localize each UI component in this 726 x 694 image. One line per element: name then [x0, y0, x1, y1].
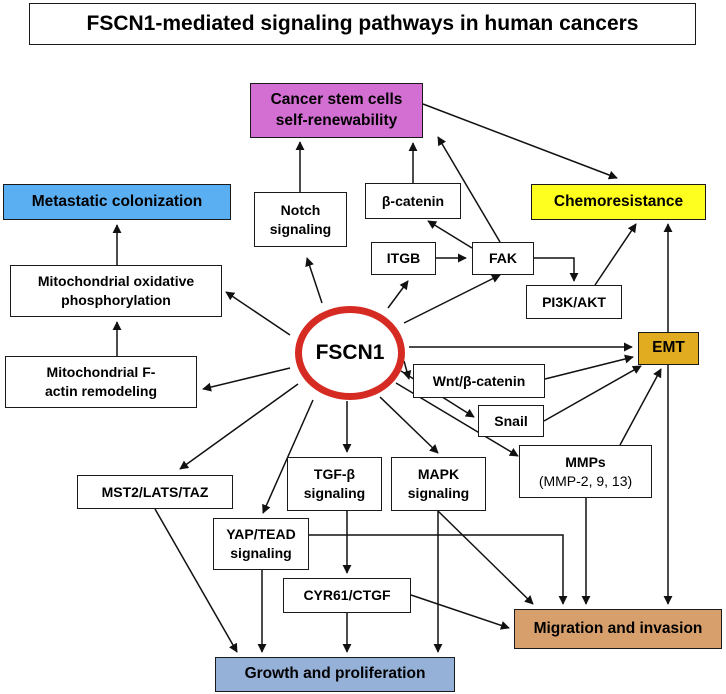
- arrow-mst2-to-growth: [154, 508, 238, 653]
- migration-invasion-node: Migration and invasion: [514, 609, 722, 649]
- arrow-hub-to-mito-actin: [202, 367, 291, 392]
- yap-tead-node: YAP/TEAD signaling: [213, 518, 309, 570]
- cyr61-label: CYR61/CTGF: [303, 587, 391, 604]
- diagram-title: FSCN1-mediated signaling pathways in hum…: [29, 3, 696, 45]
- mito-actin-line-1: Mitochondrial F-: [46, 364, 156, 381]
- arrow-fak-to-beta-catenin: [427, 220, 473, 249]
- mmps-line-2: (MMP-2, 9, 13): [538, 472, 633, 489]
- yap-line-2: signaling: [230, 545, 292, 561]
- arrow-hub-to-yap: [262, 399, 314, 514]
- emt-node: EMT: [638, 332, 699, 365]
- beta-catenin-node: β-catenin: [365, 183, 461, 219]
- arrow-hub-to-notch: [305, 257, 323, 304]
- wnt-label: Wnt/β-catenin: [432, 372, 526, 389]
- mmps-node: MMPs (MMP-2, 9, 13): [519, 445, 652, 498]
- cancer-stem-line-1: Cancer stem cells: [270, 90, 403, 108]
- cyr61-ctgf-node: CYR61/CTGF: [283, 578, 411, 613]
- tgf-line-1: TGF-β: [313, 466, 356, 483]
- tgf-beta-node: TGF-β signaling: [287, 457, 382, 511]
- snail-node: Snail: [478, 405, 544, 437]
- mst2-label: MST2/LATS/TAZ: [101, 483, 209, 500]
- arrow-hub-to-fak: [403, 274, 501, 324]
- mapk-node: MAPK signaling: [391, 457, 486, 511]
- beta-catenin-label: β-catenin: [381, 192, 445, 209]
- itgb-label: ITGB: [386, 250, 421, 267]
- arrow-mapk-to-migration: [437, 510, 534, 605]
- arrow-hub-to-mapk: [379, 396, 439, 454]
- arrow-fak-to-cancer-stem: [437, 136, 501, 243]
- cancer-stem-line-2: self-renewability: [275, 111, 398, 129]
- pi3k-label: PI3K/AKT: [542, 293, 606, 310]
- yap-line-1: YAP/TEAD: [226, 526, 296, 543]
- notch-line-1: Notch: [280, 201, 321, 218]
- chemoresistance-node: Chemoresistance: [531, 184, 706, 220]
- mmps-line-1: MMPs: [565, 453, 606, 470]
- wnt-node: Wnt/β-catenin: [413, 364, 545, 398]
- cancer-stem-node: Cancer stem cells self-renewability: [250, 83, 423, 138]
- arrow-hub-to-itgb: [387, 280, 409, 309]
- mitochondrial-actin-node: Mitochondrial F- actin remodeling: [5, 356, 197, 408]
- arrow-cancer-stem-to-chemoresistance: [422, 103, 618, 180]
- notch-line-2: signaling: [269, 220, 332, 237]
- emt-label: EMT: [652, 339, 685, 357]
- notch-node: Notch signaling: [254, 192, 347, 247]
- migration-label: Migration and invasion: [533, 619, 703, 637]
- pi3k-akt-node: PI3K/AKT: [526, 285, 622, 319]
- tgf-line-2: signaling: [303, 485, 366, 501]
- fak-label: FAK: [489, 250, 517, 267]
- itgb-node: ITGB: [371, 242, 436, 275]
- metastatic-label: Metastatic colonization: [31, 192, 203, 210]
- mito-actin-line-2: actin remodeling: [44, 383, 158, 399]
- growth-label: Growth and proliferation: [244, 665, 426, 683]
- chemoresistance-label: Chemoresistance: [553, 192, 684, 210]
- mst2-node: MST2/LATS/TAZ: [77, 475, 233, 509]
- arrow-pi3k-to-chemoresistance: [594, 223, 637, 286]
- arrow-hub-to-mito-ox: [225, 291, 291, 336]
- arrow-fak-to-pi3k: [534, 257, 579, 282]
- mito-ox-line-1: Mitochondrial oxidative: [37, 273, 195, 290]
- fak-node: FAK: [472, 242, 534, 275]
- mitochondrial-oxidative-node: Mitochondrial oxidative phosphorylation: [10, 265, 222, 317]
- arrow-cyr61-to-migration: [410, 594, 510, 630]
- arrow-yap-to-migration: [309, 534, 568, 605]
- arrow-wnt-to-emt: [544, 354, 634, 380]
- fscn1-hub: FSCN1: [295, 306, 405, 400]
- growth-proliferation-node: Growth and proliferation: [215, 657, 455, 692]
- metastatic-colonization-node: Metastatic colonization: [3, 184, 231, 220]
- arrow-mmps-to-emt: [619, 368, 662, 446]
- arrow-snail-to-emt: [543, 365, 642, 422]
- arrow-hub-to-mst2: [179, 383, 299, 470]
- snail-label: Snail: [494, 412, 528, 429]
- mapk-line-2: signaling: [407, 485, 470, 501]
- mapk-line-1: MAPK: [417, 466, 460, 483]
- mito-ox-line-2: phosphorylation: [61, 292, 171, 308]
